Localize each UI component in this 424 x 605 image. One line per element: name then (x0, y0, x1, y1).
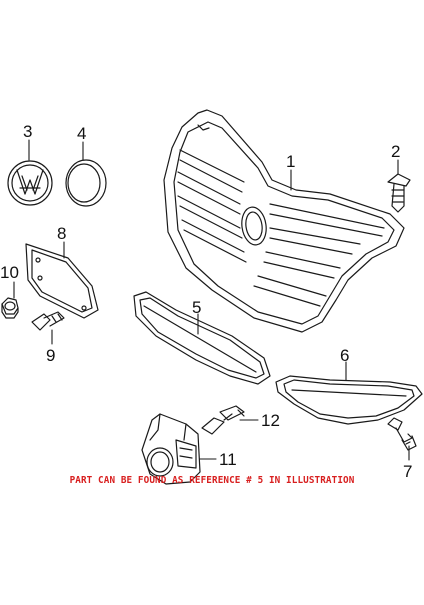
callout-1: 1 (286, 152, 295, 171)
emblem-part-drawing (7, 160, 53, 206)
connector-part-drawing (201, 405, 245, 435)
callout-8: 8 (57, 224, 66, 243)
callout-3: 3 (23, 122, 32, 141)
sensor-part-drawing (141, 413, 201, 485)
screw-part-drawing (387, 417, 417, 451)
reference-note: PART CAN BE FOUND AS REFERENCE # 5 IN IL… (69, 475, 355, 486)
callout-7: 7 (403, 462, 412, 481)
emblem-cover-part-drawing (65, 159, 107, 207)
bracket-part-drawing (25, 243, 99, 319)
nut-part-drawing (1, 297, 19, 319)
callout-11: 11 (219, 450, 237, 469)
callout-4: 4 (77, 124, 86, 143)
side-trim-part-drawing (275, 375, 423, 425)
clip-part-drawing (387, 173, 411, 213)
callout-labels: 1 2 3 4 5 6 7 8 9 10 11 12 (0, 122, 412, 481)
callout-5: 5 (192, 298, 201, 317)
callout-2: 2 (391, 142, 400, 161)
leader-lines (13, 139, 410, 461)
callout-9: 9 (46, 346, 55, 365)
callout-12: 12 (261, 411, 280, 430)
grille-part-drawing (163, 109, 405, 333)
bolt-9-part-drawing (31, 311, 65, 331)
callout-6: 6 (340, 346, 349, 365)
callout-10: 10 (0, 263, 19, 282)
lower-grille-part-drawing (133, 291, 271, 385)
